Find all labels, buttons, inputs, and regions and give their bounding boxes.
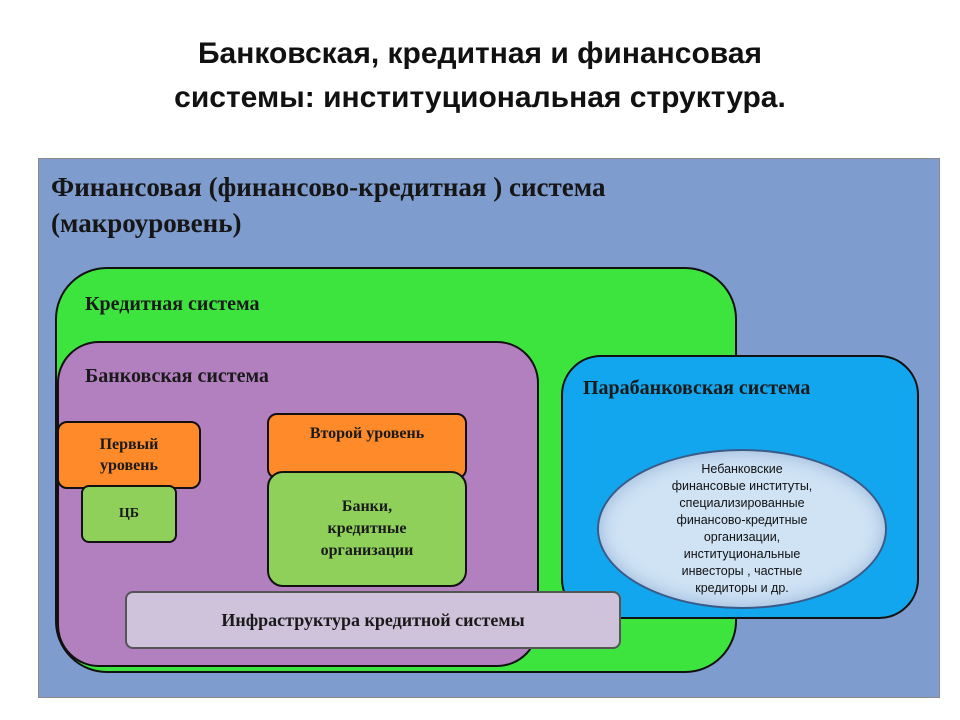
financial-system-panel: Финансовая (финансово-кредитная ) систем… xyxy=(38,158,940,698)
first-level-line-2: уровень xyxy=(100,457,158,474)
nonbank-line: организации, xyxy=(703,530,781,544)
slide-title-line-2: системы: институциональная структура. xyxy=(174,81,786,114)
financial-system-label-line-2: (макроуровень) xyxy=(51,208,242,238)
nonbank-line: кредиторы и др. xyxy=(695,581,789,595)
nonbank-line: финансовые институты, xyxy=(671,479,813,493)
nonbank-line: специализированные xyxy=(679,496,805,510)
banks-line-3: организации xyxy=(320,542,414,559)
central-bank-label: ЦБ xyxy=(118,506,140,521)
nonbank-line: финансово-кредитные xyxy=(676,513,808,527)
slide-title-line-1: Банковская, кредитная и финансовая xyxy=(197,37,763,70)
credit-infrastructure-box: Инфраструктура кредитной системы xyxy=(125,591,621,649)
nonbank-institutions-ellipse: Небанковские финансовые институты, специ… xyxy=(597,449,887,609)
nonbank-line: инвесторы , частные xyxy=(681,564,803,578)
second-level-label: Второй уровень xyxy=(309,425,425,442)
banking-system-label: Банковская система xyxy=(85,365,269,387)
nonbank-line: Небанковские xyxy=(701,462,783,476)
nonbank-institutions-text: Небанковские финансовые институты, специ… xyxy=(672,461,813,597)
banks-line-2: кредитные xyxy=(327,520,407,537)
first-level-line-1: Первый xyxy=(99,436,159,453)
parabanking-system-label: Парабанковская система xyxy=(583,377,811,399)
first-level-box: Первый уровень xyxy=(57,421,201,489)
slide-title: Банковская, кредитная и финансовая систе… xyxy=(0,32,960,120)
credit-system-label: Кредитная система xyxy=(85,293,260,315)
financial-system-label-line-1: Финансовая (финансово-кредитная ) систем… xyxy=(51,172,606,202)
nonbank-line: институциональные xyxy=(683,547,801,561)
financial-system-label: Финансовая (финансово-кредитная ) систем… xyxy=(51,169,605,241)
banks-line-1: Банки, xyxy=(341,498,393,515)
banks-credit-organizations-box: Банки, кредитные организации xyxy=(267,471,467,587)
credit-infrastructure-label: Инфраструктура кредитной системы xyxy=(221,609,525,630)
central-bank-box: ЦБ xyxy=(81,485,177,543)
second-level-box: Второй уровень xyxy=(267,413,467,479)
